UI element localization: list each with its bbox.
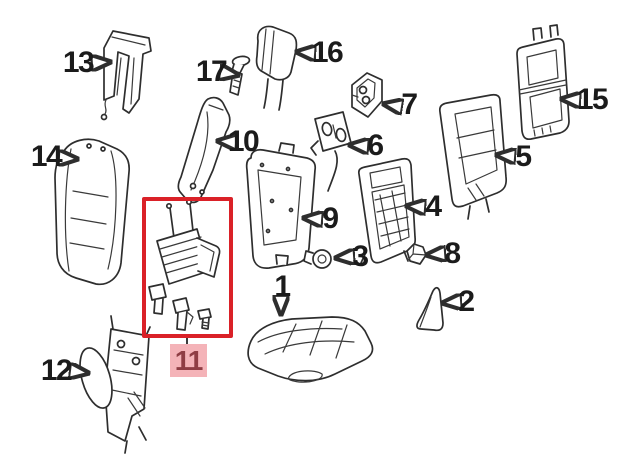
callout-1[interactable]: 1 (274, 270, 291, 303)
callout-arrows (61, 52, 576, 373)
callout-6[interactable]: 6 (367, 129, 384, 162)
arrow-5 (497, 155, 510, 156)
arrow-3 (336, 257, 349, 258)
part-14-back-cushion-drawing (54, 138, 131, 286)
part-11-control-module-drawing (148, 198, 221, 331)
part-9-back-pad-drawing (245, 142, 317, 269)
callout-11-selected[interactable]: 11 (170, 344, 207, 377)
callout-7[interactable]: 7 (401, 88, 418, 121)
part-2-side-shield-drawing (416, 287, 444, 332)
callout-15[interactable]: 15 (576, 83, 609, 116)
arrow-10 (218, 141, 231, 142)
part-6-switch-plate-drawing (310, 111, 352, 192)
arrow-7 (384, 104, 396, 106)
part-10-side-trim-drawing (177, 96, 231, 204)
arrow-8 (427, 254, 440, 255)
part-16-headrest-drawing (255, 25, 298, 111)
callout-10[interactable]: 10 (227, 125, 260, 158)
callout-9[interactable]: 9 (322, 202, 339, 235)
arrow-2 (443, 302, 456, 303)
highlight-box-part-11 (142, 197, 233, 338)
callout-12[interactable]: 12 (40, 354, 73, 387)
callout-17[interactable]: 17 (195, 55, 228, 88)
part-15-back-panel-frame-drawing (516, 24, 570, 141)
callout-5[interactable]: 5 (515, 140, 532, 173)
arrow-17 (225, 73, 238, 75)
part-7-bracket-drawing (351, 72, 383, 118)
arrow-4 (407, 206, 420, 207)
arrow-6 (350, 145, 363, 146)
callout-2[interactable]: 2 (458, 285, 475, 318)
callout-16[interactable]: 16 (311, 36, 344, 69)
arrow-16 (297, 52, 311, 53)
part-8-clip-drawing (406, 243, 427, 265)
arrow-13 (94, 62, 110, 63)
arrow-12 (72, 371, 88, 373)
part-4-lumbar-frame-drawing (357, 157, 417, 264)
part-13-backrest-frame-drawing (100, 30, 152, 121)
callout-8[interactable]: 8 (444, 237, 461, 270)
callout-3[interactable]: 3 (352, 240, 369, 273)
part-3-knob-drawing (303, 249, 332, 269)
part-5-seat-frame-drawing (438, 93, 508, 220)
arrow-15 (562, 99, 576, 100)
arrow-9 (304, 218, 317, 219)
callout-4[interactable]: 4 (425, 190, 442, 223)
part-1-seat-cushion-drawing (247, 316, 374, 383)
arrow-14 (61, 158, 77, 159)
callout-13[interactable]: 13 (62, 46, 95, 79)
part-12-lumbar-mat-drawing (79, 315, 151, 454)
callout-14[interactable]: 14 (30, 140, 63, 173)
